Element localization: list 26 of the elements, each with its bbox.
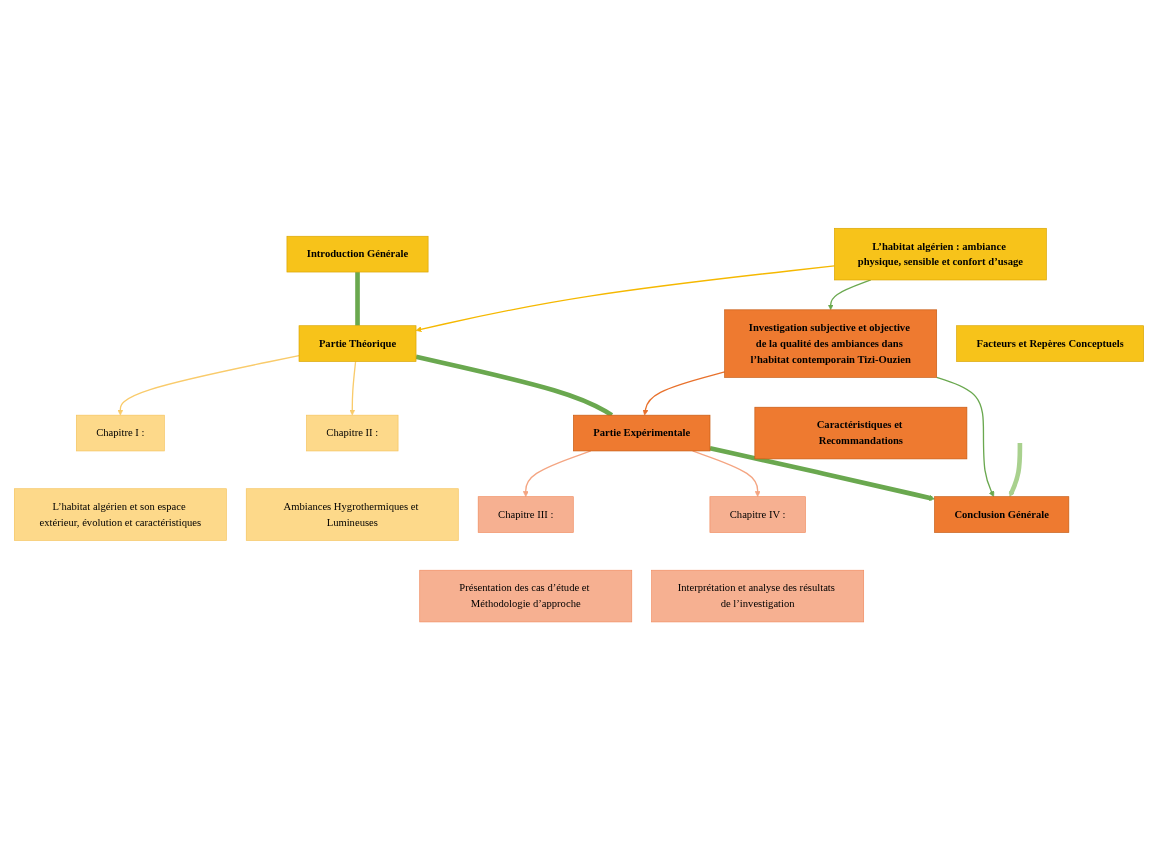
node-box: L’habitat algérien : ambiance physique, sensible et confort d’usage bbox=[833, 227, 1047, 281]
node-box: Partie Théorique bbox=[298, 325, 416, 362]
arrow bbox=[642, 371, 725, 416]
connector bbox=[354, 271, 360, 326]
node-box: Chapitre IV : bbox=[709, 496, 806, 533]
node-box: Partie Expérimentale bbox=[572, 414, 710, 452]
arrow bbox=[348, 360, 356, 416]
node-box: Chapitre III : bbox=[477, 496, 574, 533]
node-box: Caractéristiques et Recommandations bbox=[754, 406, 967, 460]
arrow bbox=[1008, 442, 1022, 497]
node-box: Ambiances Hygrothermiques et Lumineuses bbox=[245, 488, 459, 541]
node-box: Investigation subjective et objective de la qualité des ambiances dans l’habitat contemporain Tizi-Ouzien bbox=[723, 309, 937, 378]
arrow bbox=[827, 279, 871, 310]
arrow bbox=[415, 265, 835, 332]
node-box: Interprétation et analyse des résultats de l’investigation bbox=[650, 569, 864, 623]
node-box: Introduction Générale bbox=[286, 235, 428, 273]
node-box: L’habitat algérien et son espace extérieur, évolution et caractéristiques bbox=[13, 488, 227, 541]
node-box: Chapitre II : bbox=[305, 414, 398, 452]
node-box: Facteurs et Repères Conceptuels bbox=[955, 325, 1144, 362]
node-box: Conclusion Générale bbox=[933, 496, 1069, 533]
node-box: Présentation des cas d’étude et Méthodologie d’approche bbox=[418, 569, 632, 623]
arrow bbox=[709, 445, 935, 501]
node-box: Chapitre I : bbox=[75, 414, 165, 452]
arrow bbox=[522, 450, 591, 497]
arrow bbox=[116, 354, 300, 416]
arrow bbox=[935, 376, 994, 497]
